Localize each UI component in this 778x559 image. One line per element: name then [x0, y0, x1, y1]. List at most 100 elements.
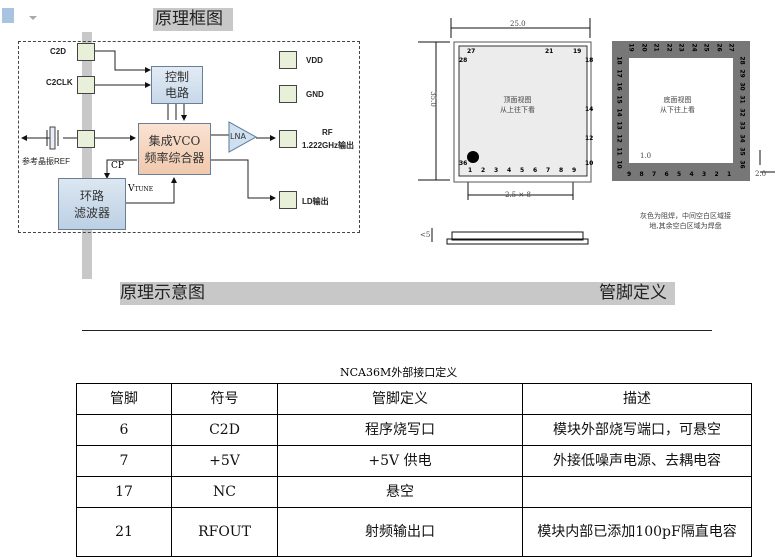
pin-number: 31 [738, 95, 746, 104]
pin-number: 2 [481, 167, 486, 174]
pin-number: 9 [627, 171, 632, 178]
pin-number: 10 [615, 160, 623, 169]
control-circuit-block: 控制电路 [151, 66, 203, 104]
pin-number: 15 [615, 95, 623, 104]
pin-number: 35 [738, 147, 746, 156]
package-note: 灰色为阻焊，中间空白区域接地,其余空白区域为焊盘 [640, 212, 731, 230]
pin-number: 8 [639, 171, 644, 178]
pin-number: 27 [467, 48, 476, 55]
pin-number: 28 [738, 56, 746, 65]
pin-number: 5 [677, 171, 682, 178]
pin-number: 8 [559, 167, 564, 174]
block-diagram-frame [18, 41, 360, 233]
header-cell: 符号 [171, 383, 278, 415]
pin-number: 20 [640, 43, 648, 52]
label-c2d: C2D [50, 47, 67, 56]
pad-vdd [279, 51, 297, 69]
dropdown-arrow-icon[interactable] [29, 16, 37, 20]
pin-def-caption: 管脚定义 [599, 283, 667, 303]
label-rf-freq: 1.222GHz输出 [302, 141, 355, 150]
label-ld: LD输出 [302, 197, 329, 206]
package-drawing [418, 18, 775, 245]
pin-number: 28 [459, 57, 468, 64]
pad-ref [77, 130, 95, 148]
pin-number: 3 [702, 171, 707, 178]
pin-number: 5 [520, 167, 525, 174]
pin-number: 32 [738, 108, 746, 117]
schematic-caption-bar: 原理示意图 管脚定义 [120, 282, 675, 305]
dim-edge: 2.0 [755, 170, 767, 178]
top-view-label: 顶面视图从上往下看 [500, 96, 535, 114]
header-cell: 管脚定义 [277, 383, 523, 415]
pin-number: 14 [585, 106, 594, 113]
divider [82, 330, 712, 331]
label-vtune: VTUNE [128, 184, 154, 194]
pin-number: 30 [738, 82, 746, 91]
label-cp: CP [111, 161, 124, 171]
label-rf: RF [322, 128, 333, 137]
pin-number: 4 [507, 167, 512, 174]
pin-number: 18 [585, 57, 594, 64]
dim-height: 35.0 [428, 91, 437, 107]
pin-number: 24 [690, 43, 698, 52]
pin-number: 18 [615, 56, 623, 65]
pin-number: 2 [714, 171, 719, 178]
schematic-caption: 原理示意图 [120, 283, 205, 303]
pin-number: 21 [545, 48, 554, 55]
pin-number: 27 [727, 43, 735, 52]
label-c2clk: C2CLK [46, 78, 73, 87]
bottom-view-label: 底面视图从下往上看 [660, 96, 695, 114]
pin-number: 19 [627, 43, 635, 52]
pin-number: 3 [494, 167, 499, 174]
pin-number: 14 [615, 108, 623, 117]
pin-number: 23 [677, 43, 685, 52]
pin-number: 16 [615, 82, 623, 91]
table-title: NCA36M外部接口定义 [340, 366, 458, 379]
pin-number: 22 [665, 43, 673, 52]
pin-number: 17 [615, 69, 623, 78]
label-gnd: GND [306, 90, 324, 99]
pin-number: 33 [738, 121, 746, 130]
dim-width: 25.0 [510, 20, 526, 28]
gray-bar [82, 32, 92, 279]
pad-c2d [77, 43, 95, 61]
loop-filter-block: 环路滤波器 [58, 178, 126, 230]
pin-number: 12 [615, 134, 623, 143]
pin-number: 34 [738, 134, 746, 143]
pin-number: 36 [738, 160, 746, 169]
label-ref: 参考晶振REF [22, 157, 70, 166]
header-cell: 管脚 [76, 383, 172, 415]
pin-number: 9 [572, 167, 577, 174]
pin-number: 26 [715, 43, 723, 52]
pin-number: 6 [664, 171, 669, 178]
pin-number: 36 [459, 160, 468, 167]
pin-number: 7 [546, 167, 551, 174]
pin-number: 10 [585, 160, 594, 167]
pad-ld [279, 191, 297, 209]
dim-pitch: 2.5 × 8 [505, 191, 531, 199]
pin-number: 6 [533, 167, 538, 174]
pin-number: 1 [468, 167, 473, 174]
pad-rf [279, 130, 297, 148]
pin-number: 21 [652, 43, 660, 52]
pin-number: 19 [573, 48, 582, 55]
pin-number: 29 [738, 69, 746, 78]
pin-number: 11 [615, 147, 623, 156]
block-diagram-wires [21, 50, 276, 204]
dim-pad: 1.0 [640, 152, 652, 160]
table-header-row: 管脚 符号 管脚定义 描述 [76, 383, 752, 415]
label-vdd: VDD [306, 56, 323, 65]
pin-number: 25 [702, 43, 710, 52]
document-icon[interactable] [2, 8, 14, 23]
pin-number: 7 [652, 171, 657, 178]
pad-c2clk [77, 76, 95, 94]
block-diagram-caption: 原理框图 [153, 8, 233, 31]
pin-number: 13 [615, 121, 623, 130]
dim-thickness: <5 [420, 231, 431, 239]
pin-number: 12 [585, 135, 594, 142]
